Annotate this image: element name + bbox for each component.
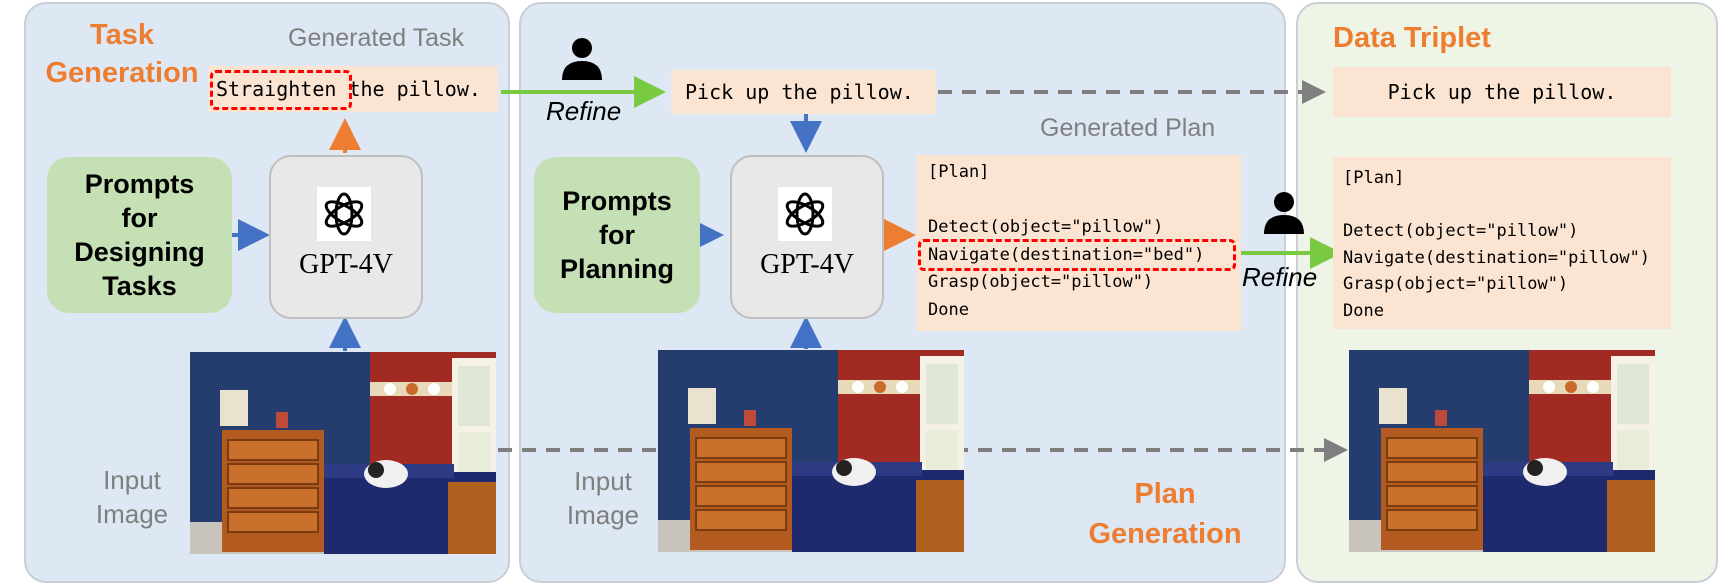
- input-image-label-task-line1: Input: [103, 465, 161, 495]
- plan-generation-title-line2: Generation: [1088, 518, 1242, 550]
- refine-plan-label: Refine: [1242, 262, 1318, 292]
- generated-plan-box: [Plan] Detect(object="pillow") Navigate(…: [916, 155, 1241, 331]
- triplet-image: [1349, 350, 1655, 552]
- input-image-label-task-line2: Image: [95, 499, 169, 529]
- plan-line: Done: [1343, 300, 1384, 321]
- prompt-task-line1: Prompts: [84, 169, 195, 199]
- plan-highlight-box: [918, 239, 1236, 271]
- task-highlight-box: [210, 70, 352, 110]
- triplet-task-box: Pick up the pillow.: [1333, 67, 1671, 117]
- prompts-designing-tasks-box: Prompts for Designing Tasks: [47, 157, 232, 313]
- input-image-task: [190, 352, 496, 554]
- plan-line: Grasp(object="pillow"): [928, 272, 1154, 292]
- bedroom-photo: [190, 352, 496, 554]
- bedroom-photo: [1349, 350, 1655, 552]
- input-image-label-plan-line1: Input: [574, 466, 632, 496]
- plan-line: Grasp(object="pillow"): [1343, 274, 1569, 294]
- plan-line: [928, 187, 1241, 215]
- prompts-planning-box: Prompts for Planning: [534, 157, 700, 313]
- plan-line: Done: [928, 299, 969, 320]
- openai-logo-icon: [778, 187, 832, 241]
- input-image-label-plan-line2: Image: [566, 500, 640, 530]
- plan-line: [Plan]: [928, 162, 990, 182]
- bedroom-photo: [658, 350, 964, 552]
- plan-generation-title-line1: Plan: [1134, 478, 1196, 510]
- plan-line-highlighted: Navigate(destination="bed"): [928, 244, 1205, 265]
- plan-line: [1343, 192, 1671, 219]
- data-triplet-title: Data Triplet: [1333, 22, 1491, 54]
- input-image-label-task: Input Image: [92, 463, 172, 531]
- openai-logo-icon: [317, 187, 371, 241]
- gpt4v-plan-box: GPT-4V: [730, 155, 884, 319]
- refined-task-box: Pick up the pillow.: [671, 70, 936, 114]
- prompt-plan-line3: Planning: [560, 254, 674, 284]
- task-generation-title-line2: Generation: [45, 57, 199, 89]
- generated-task-rest: the pillow.: [336, 77, 481, 101]
- triplet-task-text: Pick up the pillow.: [1387, 80, 1617, 104]
- person-icon: [560, 36, 604, 80]
- generated-task-box: Straighten the pillow.: [208, 66, 498, 112]
- input-image-label-plan: Input Image: [563, 464, 643, 532]
- prompt-task-line4: Tasks: [102, 271, 177, 301]
- prompt-task-line3: Designing: [74, 237, 205, 267]
- prompt-plan-line2: for: [599, 220, 635, 250]
- person-icon: [1262, 190, 1306, 234]
- gpt4v-task-label: GPT-4V: [299, 249, 393, 280]
- triplet-plan-box: [Plan] Detect(object="pillow") Navigate(…: [1333, 157, 1671, 329]
- plan-line: Navigate(destination="pillow"): [1343, 247, 1651, 268]
- plan-generation-title: Plan Generation: [1070, 474, 1260, 554]
- input-image-plan: [658, 350, 964, 552]
- generated-plan-label: Generated Plan: [1040, 114, 1216, 142]
- task-generation-title-line1: Task: [90, 19, 154, 51]
- plan-line: [Plan]: [1343, 168, 1405, 188]
- prompt-task-line2: for: [121, 203, 158, 233]
- generated-task-label: Generated Task: [288, 24, 465, 52]
- refine-task-label: Refine: [546, 96, 622, 126]
- plan-line: Detect(object="pillow"): [1343, 221, 1579, 241]
- gpt4v-plan-label: GPT-4V: [760, 249, 854, 280]
- task-generation-title: Task Generation: [34, 16, 210, 92]
- refined-task-text: Pick up the pillow.: [685, 80, 914, 104]
- gpt4v-task-box: GPT-4V: [269, 155, 423, 319]
- plan-line: Detect(object="pillow"): [928, 217, 1164, 237]
- prompt-plan-line1: Prompts: [562, 186, 672, 216]
- generated-task-highlight: Straighten: [216, 77, 337, 101]
